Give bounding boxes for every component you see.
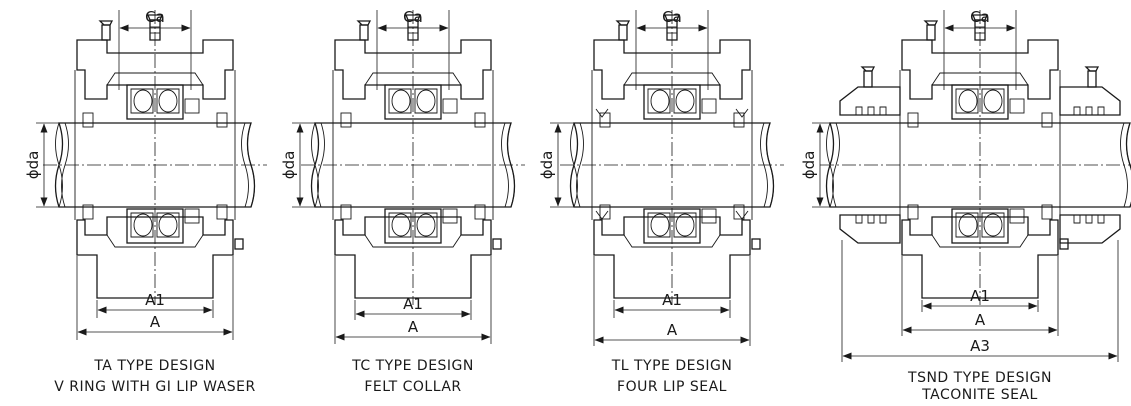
label-ca-ta: Ca xyxy=(145,8,165,26)
label-ca-tl: Ca xyxy=(662,8,682,26)
label-a3-tsnd: A3 xyxy=(970,337,990,355)
caption-title-tc: TC TYPE DESIGN xyxy=(351,358,474,374)
caption-title-ta: TA TYPE DESIGN xyxy=(93,358,215,374)
caption-subtitle-ta: V RING WITH GI LIP WASER xyxy=(54,379,256,395)
view-tl xyxy=(560,10,784,305)
caption-subtitle-tl: FOUR LIP SEAL xyxy=(617,379,727,395)
label-da-ta: ϕda xyxy=(24,151,42,180)
label-da-tc: ϕda xyxy=(280,151,298,180)
label-a-tc: A xyxy=(408,318,419,336)
label-a-ta: A xyxy=(150,313,161,331)
dim-ca-tc xyxy=(376,10,450,90)
dim-da-ta xyxy=(36,122,62,208)
dim-da-tc xyxy=(292,122,318,208)
caption-title-tsnd: TSND TYPE DESIGN xyxy=(907,370,1052,386)
label-a1-tc: A1 xyxy=(403,295,423,313)
dim-a-tl xyxy=(593,256,751,346)
label-da-tl: ϕda xyxy=(538,151,556,180)
dim-a-tc xyxy=(334,256,492,344)
dim-ca-tsnd xyxy=(943,10,1017,90)
dim-a-ta xyxy=(76,256,234,340)
label-a1-ta: A1 xyxy=(145,291,165,309)
label-a-tl: A xyxy=(667,321,678,339)
dim-da-tl xyxy=(550,122,576,208)
view-tc xyxy=(301,10,525,305)
caption-subtitle-tc: FELT COLLAR xyxy=(364,379,461,395)
dim-ca-tl xyxy=(635,10,709,90)
caption-subtitle-tsnd: TACONITE SEAL xyxy=(921,387,1038,403)
label-da-tsnd: ϕda xyxy=(800,151,818,180)
label-a1-tsnd: A1 xyxy=(970,287,990,305)
label-ca-tsnd: Ca xyxy=(970,8,990,26)
dim-ca-ta xyxy=(118,10,192,90)
caption-title-tl: TL TYPE DESIGN xyxy=(611,358,733,374)
label-a-tsnd: A xyxy=(975,311,986,329)
dim-da-tsnd xyxy=(812,122,832,208)
label-ca-tc: Ca xyxy=(403,8,423,26)
view-tsnd xyxy=(820,10,1131,305)
label-a1-tl: A1 xyxy=(662,291,682,309)
dim-a-tsnd xyxy=(841,240,1119,362)
view-ta xyxy=(43,10,267,305)
